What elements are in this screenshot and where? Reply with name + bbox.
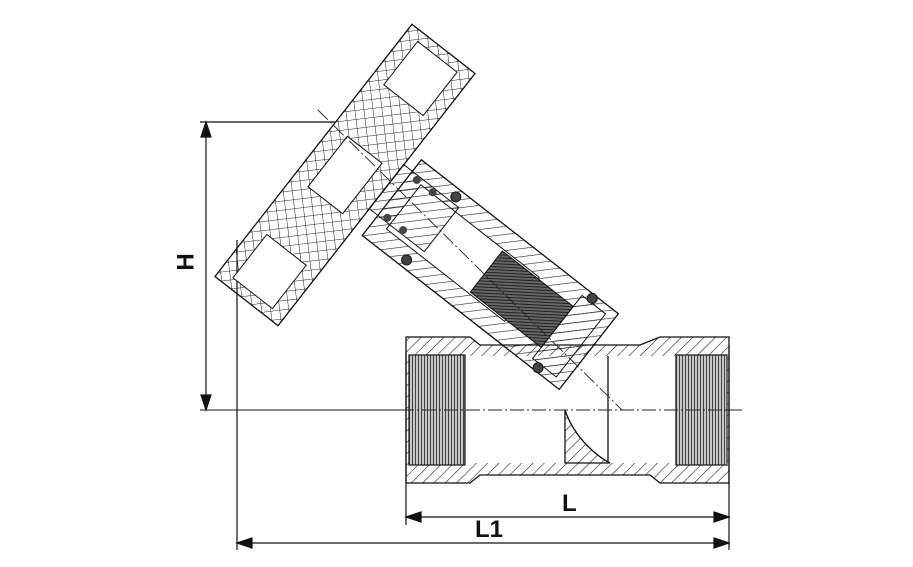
stem bbox=[368, 163, 460, 253]
dimension-label-L: L bbox=[562, 490, 577, 517]
dimension-label-L1: L1 bbox=[475, 516, 504, 543]
dimension-label-H: H bbox=[172, 253, 200, 271]
centerline bbox=[317, 109, 742, 411]
handwheel bbox=[214, 23, 476, 327]
